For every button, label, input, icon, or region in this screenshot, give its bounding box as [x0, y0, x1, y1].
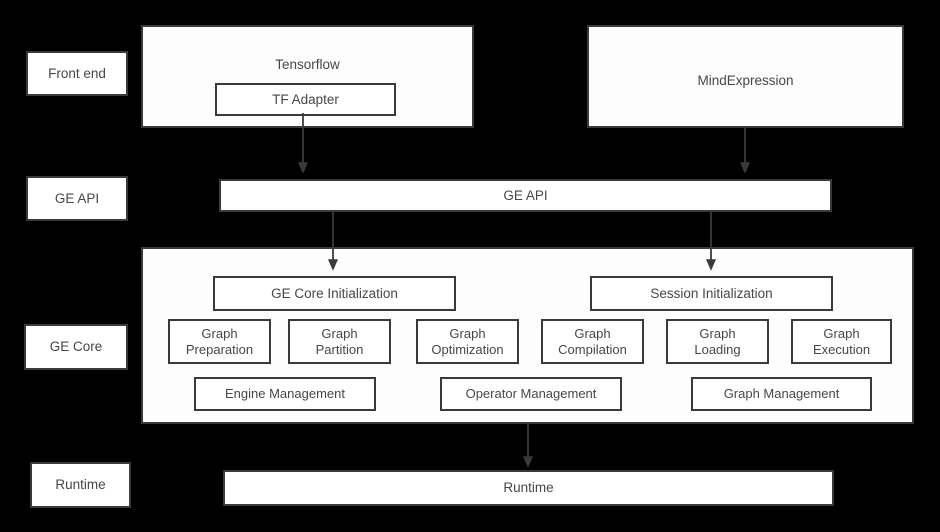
mindexpression-container: MindExpression [587, 25, 904, 128]
runtime-bar-label: Runtime [503, 480, 554, 496]
layer-label-ge-core-text: GE Core [49, 339, 103, 355]
graph-execution-box[interactable]: Graph Execution [791, 319, 892, 364]
ge-api-bar[interactable]: GE API [219, 179, 832, 212]
graph-partition-label: Graph Partition [315, 326, 364, 357]
operator-management-box[interactable]: Operator Management [440, 377, 622, 411]
tensorflow-title: Tensorflow [275, 57, 340, 72]
graph-compilation-box[interactable]: Graph Compilation [541, 319, 644, 364]
layer-label-ge-api-text: GE API [54, 190, 100, 206]
graph-preparation-box[interactable]: Graph Preparation [168, 319, 271, 364]
graph-loading-label: Graph Loading [694, 326, 741, 357]
graph-preparation-label: Graph Preparation [185, 326, 254, 357]
graph-partition-box[interactable]: Graph Partition [288, 319, 391, 364]
ge-api-bar-label: GE API [503, 187, 548, 203]
ge-core-initialization-label: GE Core Initialization [271, 285, 398, 301]
runtime-bar[interactable]: Runtime [223, 470, 834, 506]
graph-management-label: Graph Management [723, 386, 840, 402]
layer-label-ge-core: GE Core [24, 324, 128, 370]
layer-label-front-end: Front end [26, 51, 128, 96]
layer-label-front-end-text: Front end [48, 65, 106, 81]
graph-loading-box[interactable]: Graph Loading [666, 319, 769, 364]
operator-management-label: Operator Management [465, 386, 597, 402]
graph-execution-label: Graph Execution [812, 326, 871, 357]
graph-optimization-box[interactable]: Graph Optimization [416, 319, 519, 364]
ge-core-initialization-box[interactable]: GE Core Initialization [213, 276, 456, 311]
tf-adapter-box[interactable]: TF Adapter [215, 83, 396, 116]
engine-management-box[interactable]: Engine Management [194, 377, 376, 411]
session-initialization-label: Session Initialization [650, 285, 773, 301]
graph-optimization-label: Graph Optimization [431, 326, 504, 357]
graph-management-box[interactable]: Graph Management [691, 377, 872, 411]
graph-compilation-label: Graph Compilation [558, 326, 627, 357]
engine-management-label: Engine Management [225, 386, 345, 402]
tensorflow-container: Tensorflow TF Adapter [141, 25, 474, 128]
tf-adapter-label: TF Adapter [272, 91, 339, 107]
ge-core-container: GE Core Initialization Session Initializ… [141, 247, 914, 424]
session-initialization-box[interactable]: Session Initialization [590, 276, 833, 311]
layer-label-runtime-text: Runtime [55, 477, 106, 493]
layer-label-ge-api: GE API [26, 176, 128, 221]
layer-label-runtime: Runtime [30, 462, 131, 508]
mindexpression-title: MindExpression [697, 73, 794, 88]
